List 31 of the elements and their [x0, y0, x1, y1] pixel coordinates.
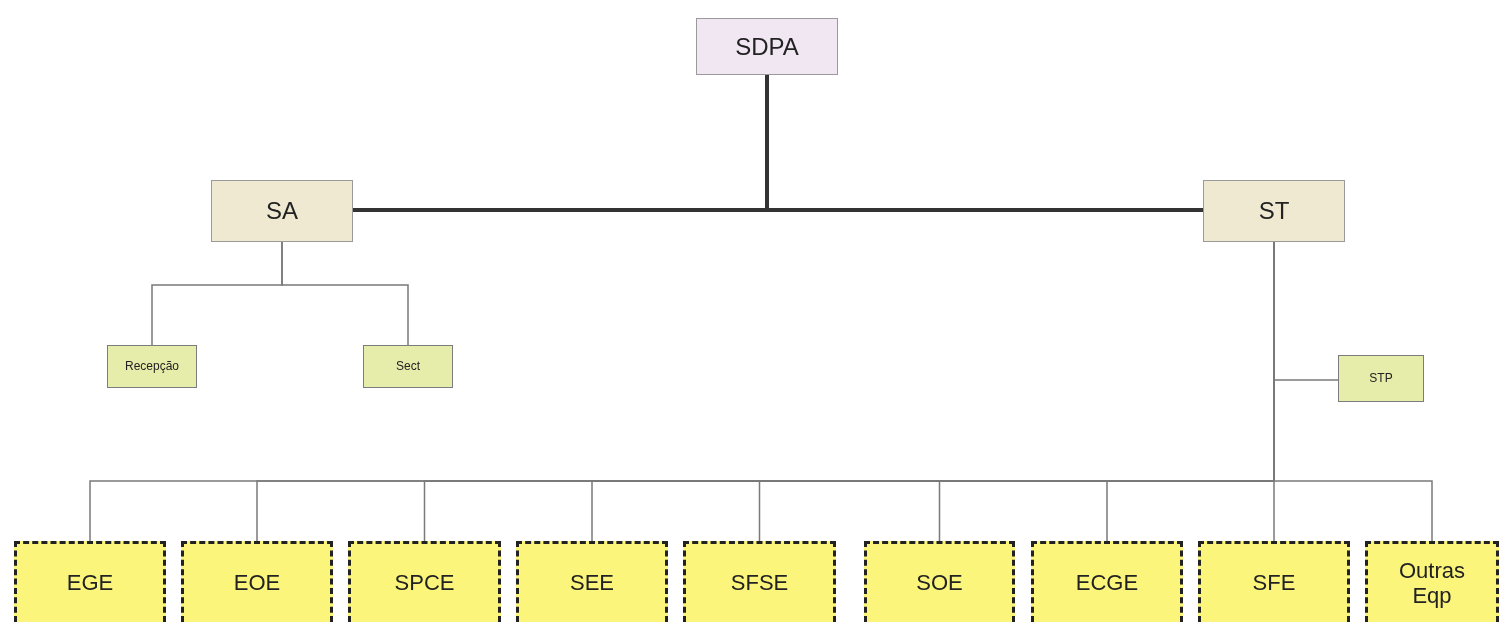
unit-box [696, 18, 838, 75]
unit-name: EGE [66, 570, 114, 596]
unit-name: SFSE [730, 570, 789, 596]
unit-name: Outras Eqp [1398, 557, 1466, 609]
unit-name: SFE [1252, 570, 1296, 596]
team-box [683, 541, 836, 622]
unit-name: SOE [916, 570, 963, 596]
team-box [864, 541, 1015, 622]
team-box [348, 541, 501, 622]
unit-name: SEE [570, 570, 614, 596]
unit-name: SDPA [735, 32, 799, 61]
team-box [181, 541, 333, 622]
team-box [516, 541, 668, 622]
unit-box [1338, 355, 1424, 402]
unit-box [107, 345, 197, 388]
team-box [1198, 541, 1350, 622]
connector-line [281, 241, 409, 346]
unit-name: SPCE [394, 570, 455, 596]
unit-name: EOE [233, 570, 281, 596]
team-box [1031, 541, 1183, 622]
unit-name: Recepção [124, 359, 179, 374]
unit-name: STP [1369, 371, 1393, 386]
unit-name: ECGE [1075, 570, 1139, 596]
team-box [14, 541, 166, 622]
unit-name: ST [1258, 197, 1290, 225]
unit-name: Sect [396, 359, 420, 374]
unit-name: SA [266, 197, 298, 225]
unit-box [211, 180, 353, 242]
team-box [1365, 541, 1499, 622]
unit-box [1203, 180, 1345, 242]
unit-box [363, 345, 453, 388]
